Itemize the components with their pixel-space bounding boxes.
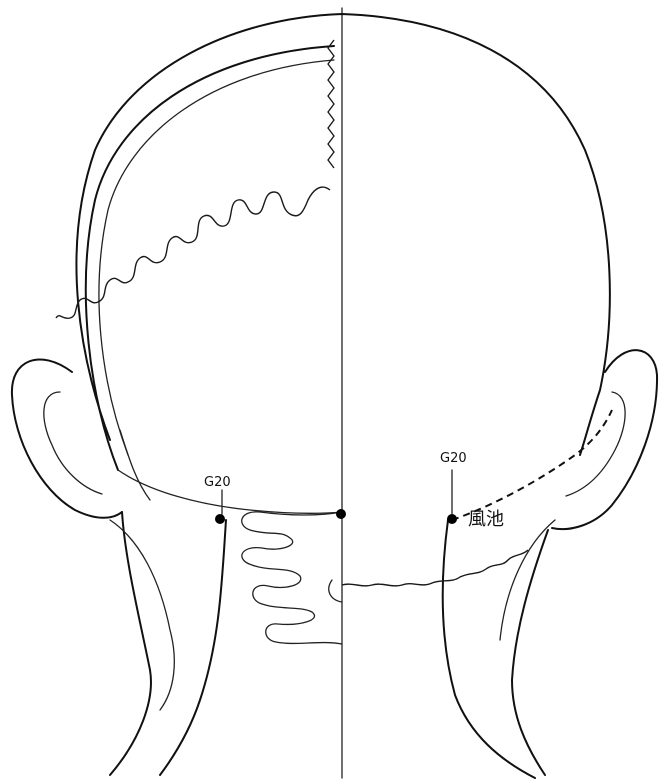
- skull-inner-outline-2: [99, 60, 334, 455]
- right-acupoint-dot: [447, 514, 457, 524]
- vertebra-notch: [329, 580, 342, 602]
- trapezius-left: [110, 520, 174, 710]
- neck-left-outer: [110, 512, 151, 775]
- midline-acupoint-dot: [336, 509, 346, 519]
- cervical-vertebrae: [242, 512, 342, 644]
- left-ear-inner: [44, 392, 102, 494]
- lambdoid-suture: [56, 187, 330, 318]
- right-point-name: 風池: [468, 509, 504, 530]
- neck-left-muscle: [160, 520, 226, 775]
- skull-inner-outline: [86, 46, 334, 470]
- left-ear: [12, 359, 122, 517]
- head-outline: [76, 14, 609, 455]
- neck-right-inner: [443, 520, 535, 778]
- left-point-code: G20: [204, 475, 231, 490]
- trapezius-right: [500, 520, 555, 640]
- hairline: [342, 550, 528, 586]
- right-point-code: G20: [440, 451, 467, 466]
- right-ear-inner: [566, 392, 625, 496]
- neck-right-outer: [512, 530, 548, 775]
- sagittal-suture: [328, 40, 334, 168]
- right-ear: [552, 350, 657, 529]
- mastoid-left: [120, 430, 150, 500]
- left-acupoint-dot: [215, 514, 225, 524]
